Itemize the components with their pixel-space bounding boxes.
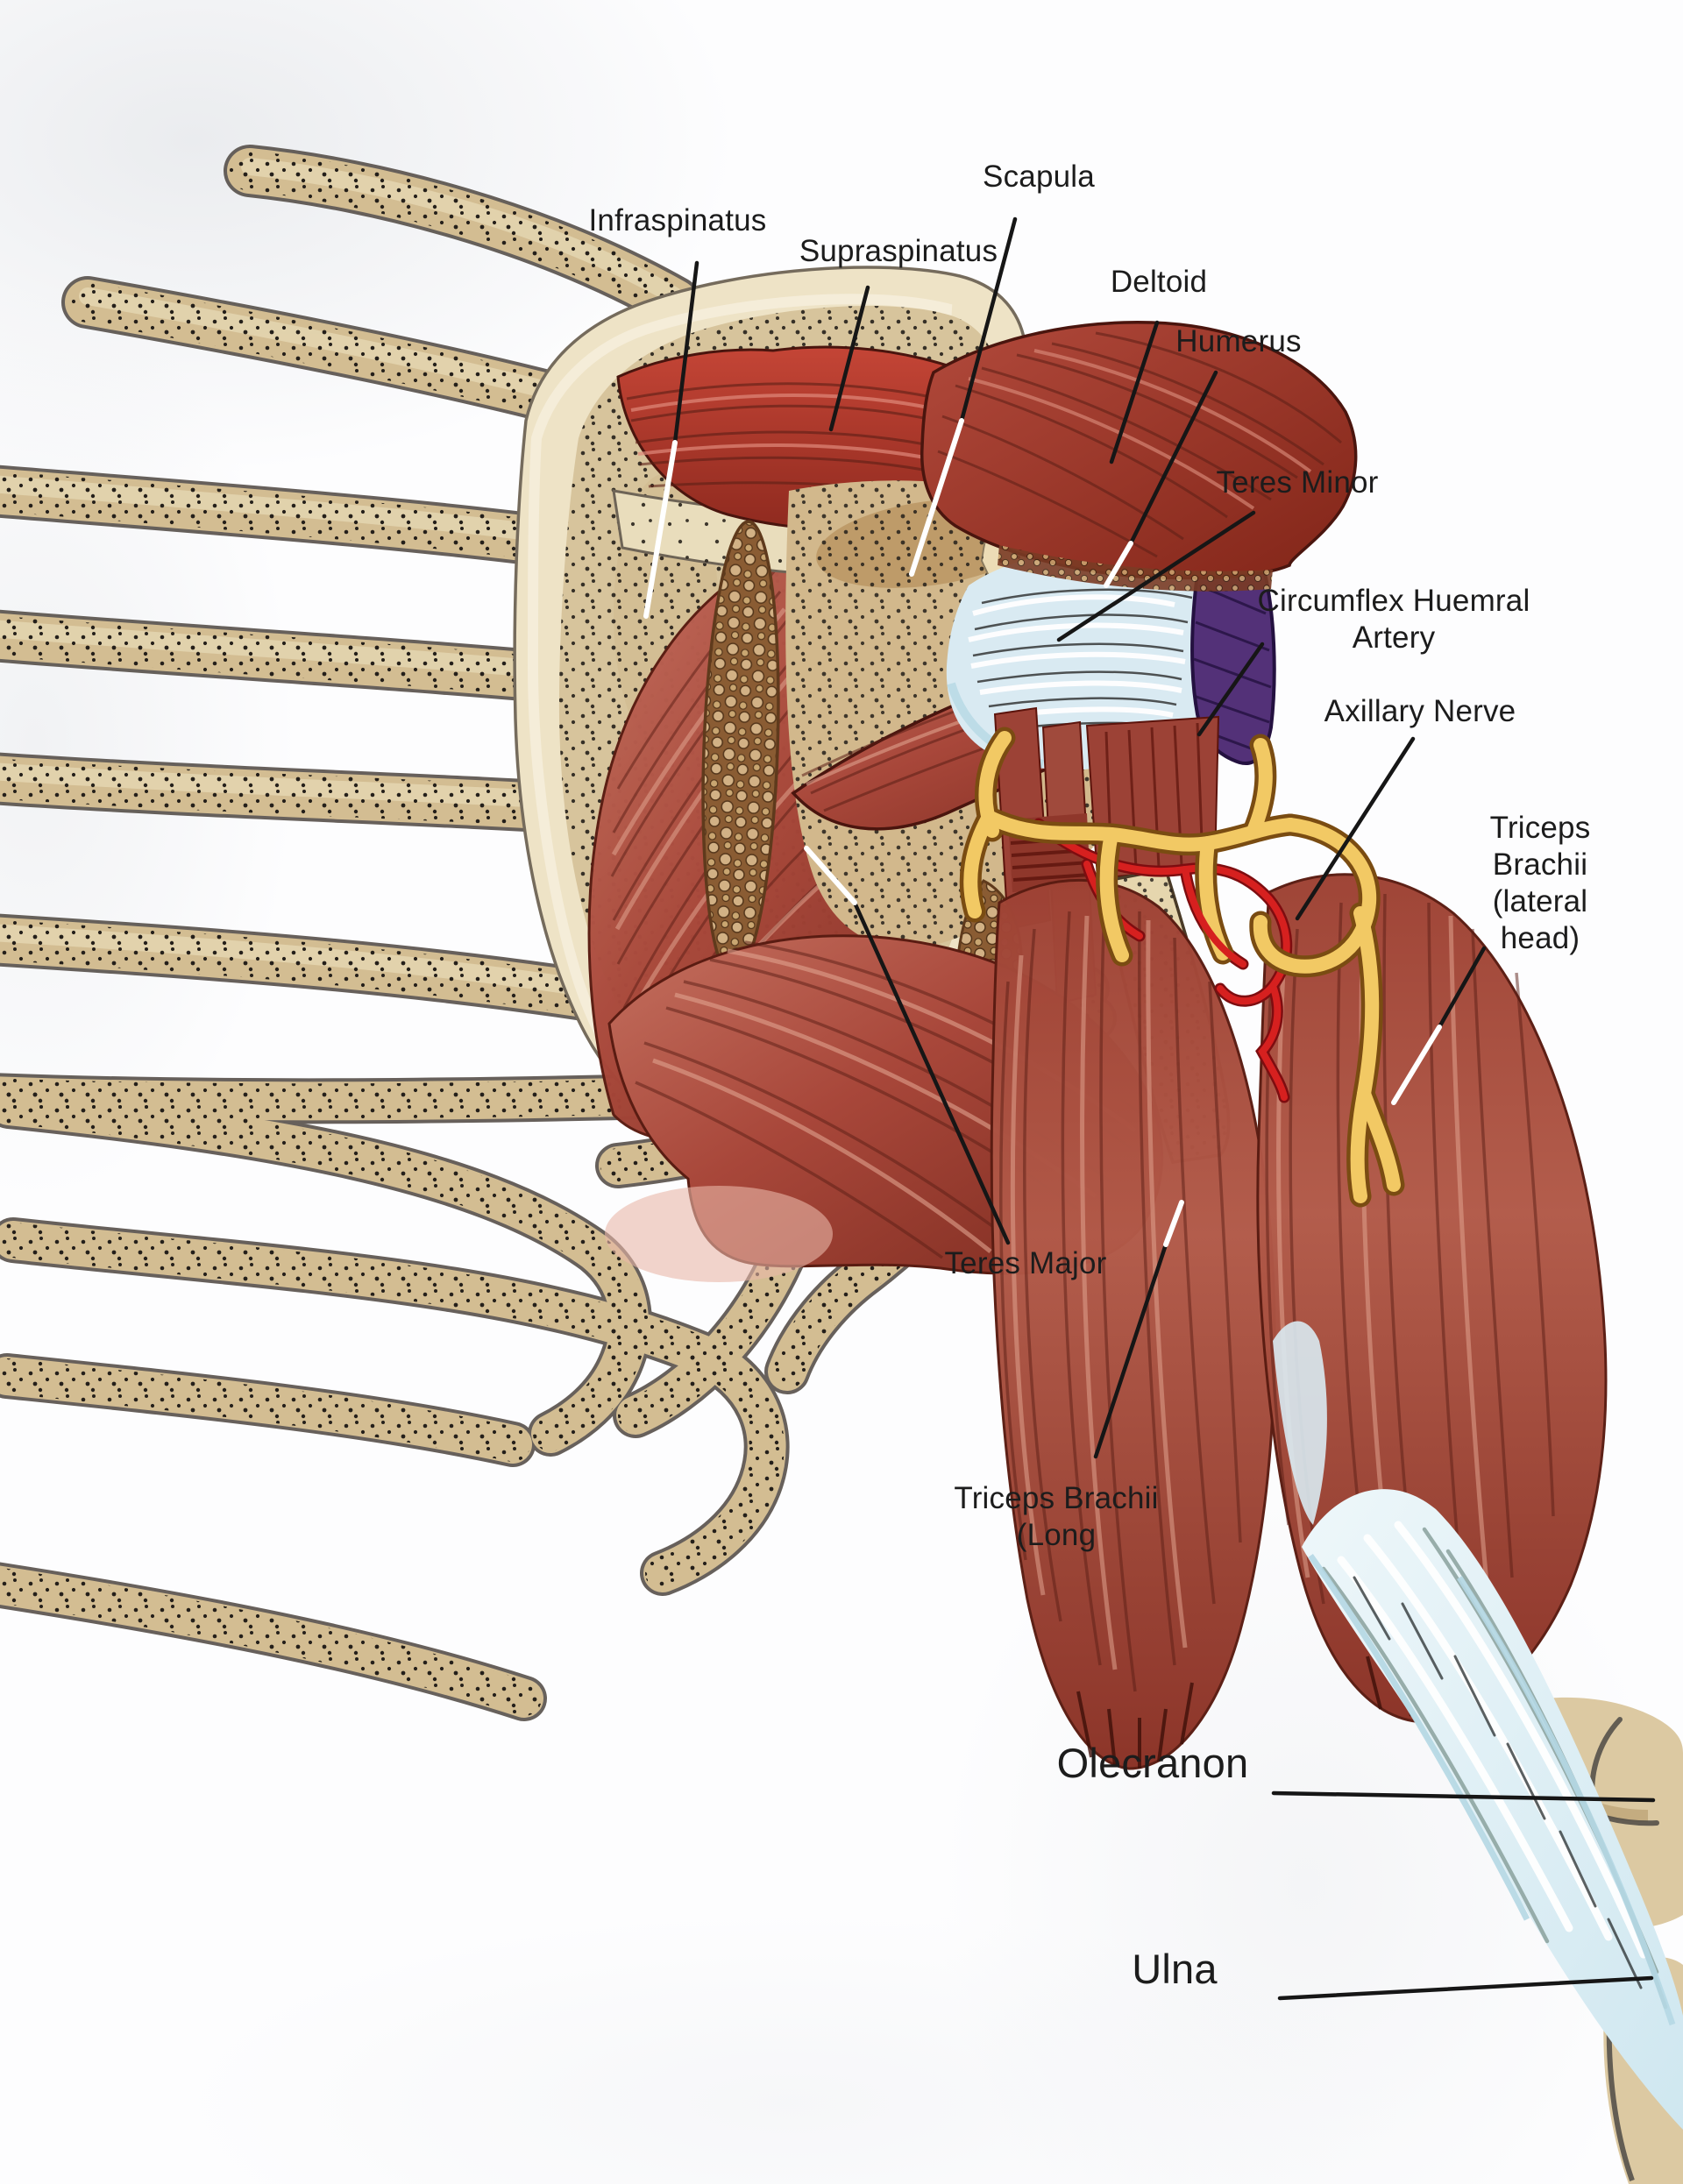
deltoid-muscle	[920, 321, 1358, 592]
leader-line-infraspinatus-1	[643, 440, 678, 619]
leader-line-ulna-0	[1277, 1975, 1654, 2001]
leader-line-teres-major-0	[852, 900, 1011, 1245]
leader-line-infraspinatus-0	[672, 260, 699, 445]
leader-line-scapula-1	[909, 418, 964, 577]
leader-line-olecranon-0	[1271, 1790, 1656, 1803]
leader-line-circumflex-huemral-artery-0	[1197, 642, 1265, 737]
leader-line-axillary-nerve-0	[1295, 736, 1416, 921]
leader-line-triceps-brachii-long-1	[1163, 1200, 1184, 1247]
leader-line-teres-major-1	[804, 846, 857, 905]
leader-line-teres-minor-0	[1056, 510, 1256, 642]
leader-layer	[643, 216, 1656, 2001]
leader-line-scapula-0	[959, 216, 1018, 423]
leader-line-triceps-brachii-long-0	[1093, 1242, 1168, 1459]
axillary-nerve	[970, 738, 1394, 1196]
triceps-long-head-muscle	[990, 878, 1276, 1770]
leader-line-deltoid-0	[1109, 320, 1160, 464]
leader-line-humerus-1	[1104, 541, 1133, 588]
leader-line-supraspinatus-0	[828, 285, 870, 432]
leader-line-triceps-brachii-lateral-head-0	[1437, 946, 1487, 1030]
leader-line-humerus-0	[1128, 370, 1218, 546]
triceps-tendon	[1273, 1321, 1683, 2130]
leader-line-triceps-brachii-lateral-head-1	[1391, 1025, 1442, 1105]
